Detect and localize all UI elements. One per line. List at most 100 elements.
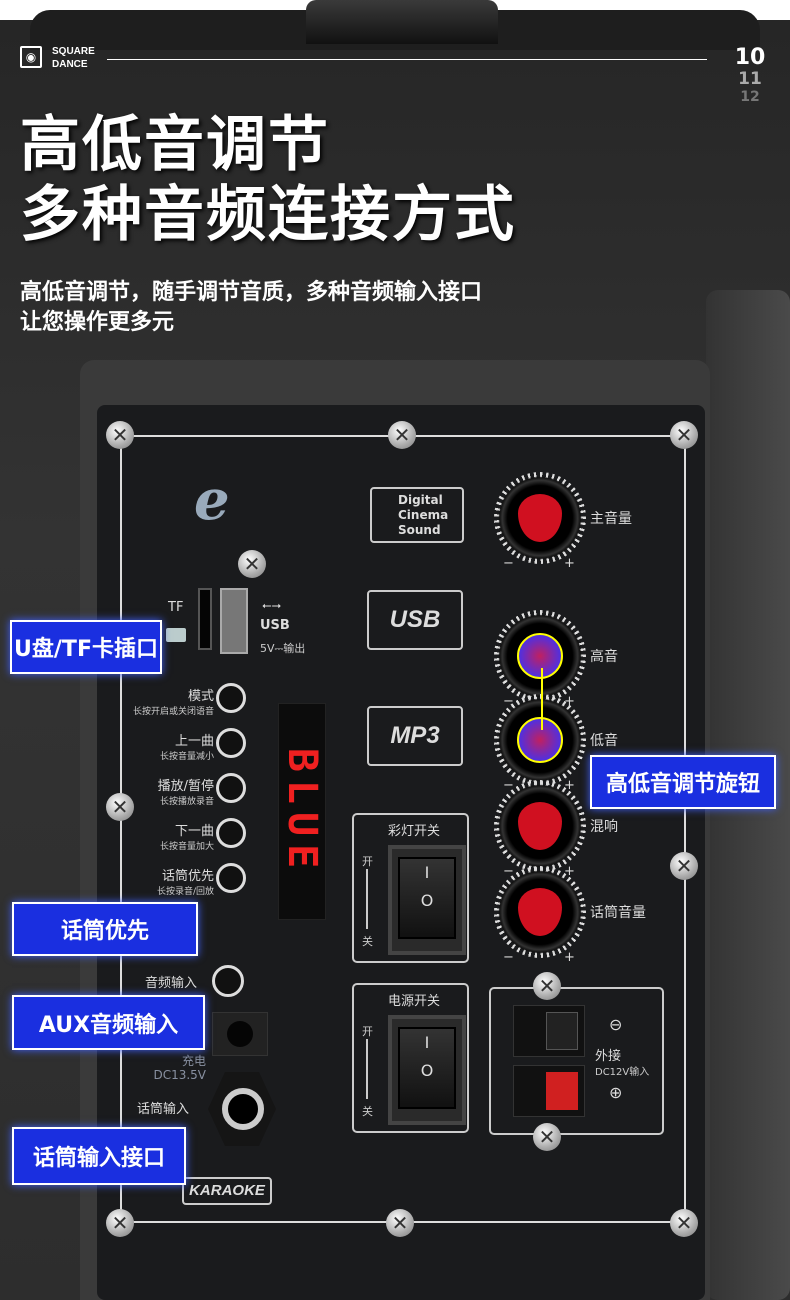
mode-button-label: 模式长按开启或关闭语音: [132, 689, 214, 717]
tf-slot[interactable]: [198, 588, 212, 650]
dc-input-box: ⊖ 外接 DC12V输入 ⊕: [489, 987, 664, 1135]
knob-label: 话筒音量: [590, 905, 646, 921]
screw-icon: ✕: [388, 421, 416, 449]
usb-label: USB: [260, 618, 290, 633]
audio-input-jack[interactable]: [212, 965, 244, 997]
plus-mark: +: [564, 556, 575, 571]
prev-track-button[interactable]: [216, 728, 246, 758]
usb-output-label: 5V⎓输出: [260, 642, 306, 655]
next-track-button[interactable]: [216, 818, 246, 848]
subtitle: 高低音调节，随手调节音质，多种音频输入接口让您操作更多元: [20, 280, 483, 335]
arrow-icon: [366, 1039, 368, 1099]
screw-icon: ✕: [238, 550, 266, 578]
play-button-label: 播放/暂停长按播放录音: [157, 779, 214, 807]
knob-label: 主音量: [590, 511, 632, 527]
mic-priority-label: 话筒优先长按录音/回放: [156, 869, 214, 897]
arrow-icon: [366, 869, 368, 929]
speaker-handle: [306, 0, 498, 44]
screw-icon: ✕: [670, 1209, 698, 1237]
callout-aux: AUX音频输入: [12, 995, 205, 1050]
screw-icon: ✕: [670, 421, 698, 449]
treble-knob[interactable]: [494, 610, 586, 702]
light-switch-title: 彩灯开关: [388, 824, 441, 839]
mic-priority-button[interactable]: [216, 863, 246, 893]
mode-button[interactable]: [216, 683, 246, 713]
usb-logo: USB: [367, 590, 463, 650]
screw-icon: ✕: [670, 852, 698, 880]
callout-mic-input: 话筒输入接口: [12, 1127, 186, 1185]
frame-line: [120, 435, 122, 1223]
off-label: 关: [362, 1105, 373, 1118]
screw-icon: ✕: [386, 1209, 414, 1237]
on-label: 开: [362, 855, 373, 868]
button-column: 模式长按开启或关闭语音 上一曲长按音量减小 播放/暂停长按播放录音 下一曲长按音…: [130, 683, 250, 897]
dc-spec: DC12V输入: [595, 1067, 650, 1078]
plus-mark: +: [564, 778, 575, 793]
mp3-logo: MP3: [367, 706, 463, 766]
power-switch-title: 电源开关: [388, 994, 441, 1009]
karaoke-logo: KARAOKE: [182, 1177, 272, 1205]
minus-mark: −: [503, 778, 514, 793]
dc-label: 外接: [595, 1049, 622, 1064]
dc-terminal-negative[interactable]: [513, 1005, 585, 1057]
off-label: 关: [362, 935, 373, 948]
callout-tone-knobs: 高低音调节旋钮: [590, 755, 776, 809]
plus-mark: +: [564, 864, 575, 879]
play-pause-button[interactable]: [216, 773, 246, 803]
screw-icon: ✕: [106, 793, 134, 821]
charge-port[interactable]: [212, 1012, 268, 1056]
plus-mark: +: [564, 950, 575, 965]
speaker-icon: ◉: [20, 46, 42, 68]
e-logo-icon: e: [194, 467, 230, 533]
minus-mark: −: [503, 950, 514, 965]
knob-label: 高音: [590, 649, 618, 665]
master-volume-knob[interactable]: [494, 472, 586, 564]
dc-terminal-positive[interactable]: [513, 1065, 585, 1117]
audio-input-label: 音频输入: [145, 976, 198, 991]
bass-knob[interactable]: [494, 694, 586, 786]
frame-line: [684, 435, 686, 1223]
callout-usb-tf: U盘/TF卡插口: [10, 620, 162, 674]
led-display: BLUE: [278, 703, 326, 920]
tf-label: TF: [168, 600, 184, 615]
mic-input-jack[interactable]: [222, 1088, 264, 1130]
knob-cap: [518, 494, 562, 542]
knob-label: 低音: [590, 733, 618, 749]
usb-port[interactable]: [220, 588, 248, 654]
screw-icon: ✕: [106, 1209, 134, 1237]
minus-icon: ⊖: [609, 1015, 623, 1034]
screw-icon: ✕: [533, 972, 561, 1000]
minus-mark: −: [503, 864, 514, 879]
knob-cap: [517, 717, 563, 763]
usb-icon: ⭠⭢: [262, 598, 282, 612]
plus-icon: ⊕: [609, 1083, 623, 1102]
plus-mark: +: [564, 694, 575, 709]
prev-button-label: 上一曲长按音量减小: [159, 734, 214, 762]
screw-icon: ✕: [106, 421, 134, 449]
knob-cap: [518, 802, 562, 850]
echo-knob[interactable]: [494, 780, 586, 872]
knob-label: 混响: [590, 819, 618, 835]
screw-icon: ✕: [533, 1123, 561, 1151]
headline: 高低音调节多种音频连接方式: [20, 110, 516, 250]
header-rule: [107, 59, 707, 60]
minus-mark: −: [503, 694, 514, 709]
knob-cap: [517, 633, 563, 679]
callout-mic-priority: 话筒优先: [12, 902, 198, 956]
on-label: 开: [362, 1025, 373, 1038]
sd-card-icon: [166, 628, 186, 642]
mic-volume-knob[interactable]: [494, 866, 586, 958]
mic-input-label: 话筒输入: [137, 1102, 190, 1117]
page-numbers: 10 11 12: [734, 45, 766, 106]
next-button-label: 下一曲长按音量加大: [159, 824, 214, 852]
minus-mark: −: [503, 556, 514, 571]
connector-line: [541, 668, 543, 730]
knob-cap: [518, 888, 562, 936]
